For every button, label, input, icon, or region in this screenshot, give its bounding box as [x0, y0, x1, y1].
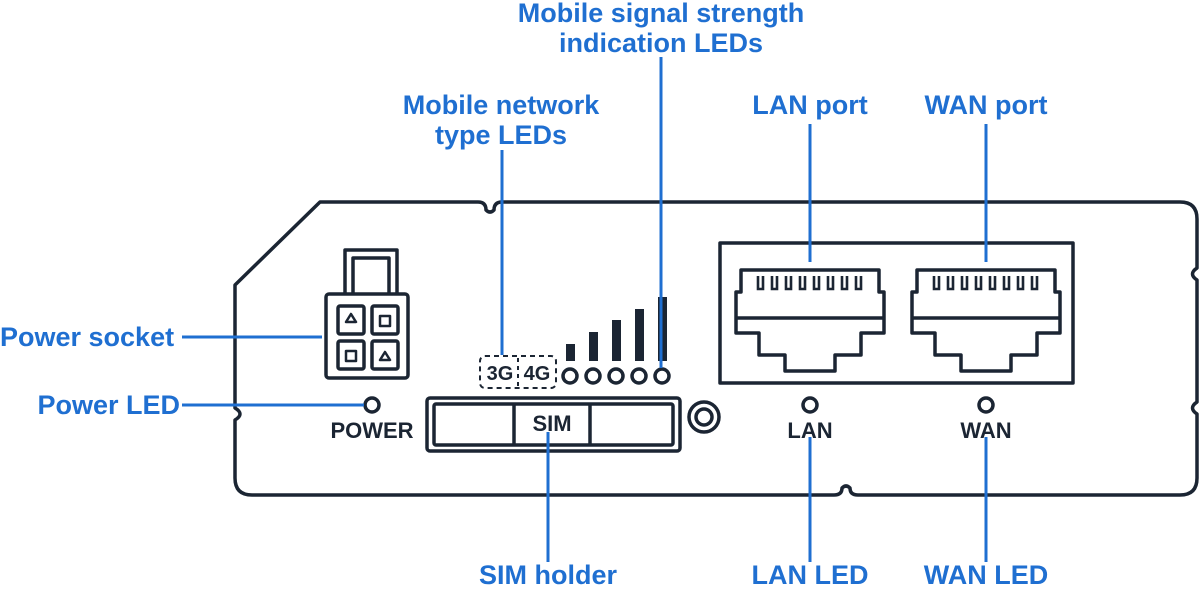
- sim-eject-button: [687, 400, 721, 434]
- wan-port-pins: [932, 276, 1039, 291]
- callout-wan-port: WAN port: [924, 90, 1048, 120]
- callout-power-socket: Power socket: [0, 322, 175, 352]
- network-type-led-box: [479, 355, 557, 389]
- network-4g-label: 4G: [523, 363, 551, 385]
- power-socket: [324, 292, 410, 380]
- lan-port-pins: [756, 276, 863, 291]
- lan-panel-label: LAN: [787, 418, 833, 443]
- power-led: [363, 396, 381, 414]
- callout-signal-leds-line1: Mobile signal strength: [517, 0, 805, 28]
- sim-panel-label: SIM: [532, 411, 572, 436]
- callout-lan-led: LAN LED: [751, 560, 869, 590]
- signal-leds: [561, 367, 671, 385]
- signal-bars: [566, 297, 667, 361]
- lan-led: [801, 396, 819, 414]
- network-3g-label: 3G: [486, 363, 514, 385]
- callout-power-led: Power LED: [37, 390, 180, 420]
- callout-signal-leds: Mobile signal strength indication LEDs: [481, 0, 841, 58]
- callout-lan-port: LAN port: [752, 90, 868, 120]
- wan-led: [977, 396, 995, 414]
- wan-panel-label: WAN: [960, 418, 1012, 443]
- callout-signal-leds-line2: indication LEDs: [558, 28, 764, 58]
- power-panel-label: POWER: [330, 418, 414, 443]
- callout-network-type-leds: Mobile network type LEDs: [371, 90, 631, 150]
- callout-sim-holder: SIM holder: [478, 560, 617, 590]
- callout-network-type-leds-line2: type LEDs: [434, 120, 568, 150]
- callout-network-type-leds-line1: Mobile network: [402, 90, 600, 120]
- leader-lines: [182, 57, 988, 562]
- sim-holder: [425, 396, 682, 453]
- ethernet-port-housing: [718, 241, 1075, 385]
- callout-wan-led: WAN LED: [923, 560, 1049, 590]
- device-enclosure: [233, 200, 1199, 497]
